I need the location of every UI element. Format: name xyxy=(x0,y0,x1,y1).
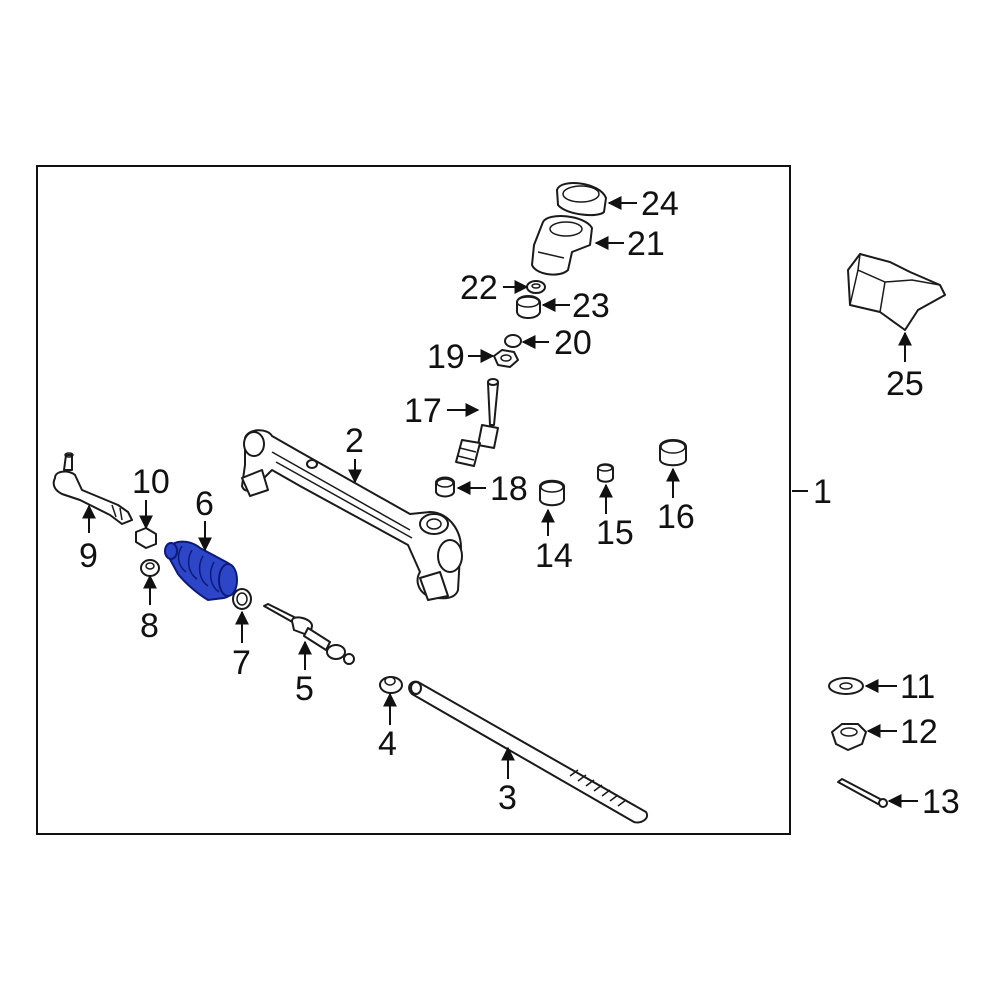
callout-19: 19 xyxy=(427,338,465,376)
part-3-rack-bar[interactable] xyxy=(408,680,648,824)
callout-8: 8 xyxy=(140,607,159,645)
part-2-rack-housing[interactable] xyxy=(241,429,463,601)
callout-23: 23 xyxy=(572,287,610,325)
part-19-nut[interactable] xyxy=(493,349,519,368)
callout-numbers: 1 2 3 4 5 6 7 8 9 10 11 12 13 14 15 16 1… xyxy=(79,185,960,821)
part-13-bolt[interactable] xyxy=(837,778,888,808)
part-7-clamp-ring[interactable] xyxy=(232,588,252,610)
callout-7: 7 xyxy=(232,644,251,682)
part-14-bushing[interactable] xyxy=(539,479,565,507)
callout-5: 5 xyxy=(295,670,314,708)
callout-10: 10 xyxy=(132,463,170,501)
part-24-cap[interactable] xyxy=(556,182,607,217)
part-18-bushing[interactable] xyxy=(435,476,455,498)
callout-24: 24 xyxy=(641,185,679,223)
callout-16: 16 xyxy=(657,498,695,536)
callout-9: 9 xyxy=(79,537,98,575)
callout-11: 11 xyxy=(900,668,935,706)
callout-22: 22 xyxy=(460,269,498,307)
part-12-nut[interactable] xyxy=(831,723,867,751)
part-25-heat-shield[interactable] xyxy=(847,253,946,331)
callout-2: 2 xyxy=(345,422,364,460)
callout-17: 17 xyxy=(404,392,442,430)
part-10-nut[interactable] xyxy=(135,527,157,549)
part-11-washer[interactable] xyxy=(828,677,864,695)
part-8-clamp[interactable] xyxy=(140,559,160,577)
callout-6: 6 xyxy=(195,485,214,523)
part-5-inner-tie-rod[interactable] xyxy=(263,603,355,665)
callout-3: 3 xyxy=(498,779,517,817)
part-20-plug[interactable] xyxy=(504,334,522,348)
callout-21: 21 xyxy=(627,225,665,263)
part-4-bushing[interactable] xyxy=(379,676,403,694)
leader-lines xyxy=(82,196,918,808)
callout-14: 14 xyxy=(535,537,573,575)
part-16-bushing[interactable] xyxy=(659,439,687,467)
callout-1: 1 xyxy=(813,473,832,511)
assembly-frame xyxy=(36,165,791,835)
part-22-seal[interactable] xyxy=(526,280,546,294)
part-17-pinion-shaft[interactable] xyxy=(455,378,499,467)
callout-12: 12 xyxy=(900,713,938,751)
callout-18: 18 xyxy=(490,470,528,508)
part-9-tie-rod-end[interactable] xyxy=(52,452,133,525)
callout-15: 15 xyxy=(596,514,634,552)
callout-25: 25 xyxy=(886,365,924,403)
part-23-bushing[interactable] xyxy=(516,295,541,319)
callout-13: 13 xyxy=(922,783,960,821)
part-21-housing[interactable] xyxy=(531,215,593,276)
callout-4: 4 xyxy=(378,725,397,763)
part-15-bushing[interactable] xyxy=(597,463,614,483)
callout-20: 20 xyxy=(554,324,592,362)
part-6-boot[interactable] xyxy=(164,540,238,602)
